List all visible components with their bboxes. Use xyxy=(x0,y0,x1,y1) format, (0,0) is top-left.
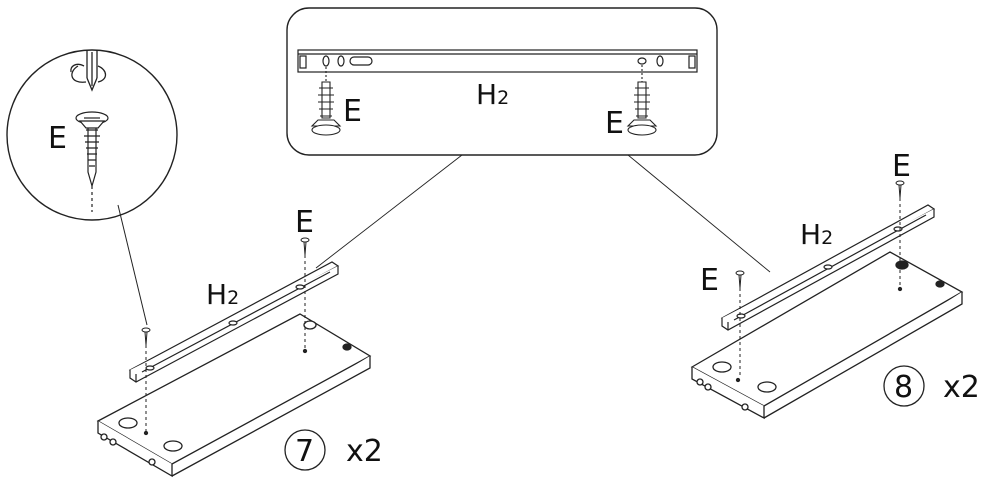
assembly-step-8: E E H2 8 x2 xyxy=(690,149,980,420)
rail-label-callout: H2 xyxy=(476,78,509,111)
rail-label-step8: H2 xyxy=(800,218,833,251)
screw-icon xyxy=(141,327,151,432)
board-icon xyxy=(96,313,372,478)
board-icon xyxy=(690,251,964,420)
screw-label-callout-left: E xyxy=(343,94,362,129)
magnifier-detail: E xyxy=(6,49,178,326)
rail-icon xyxy=(297,49,698,73)
step-number-7: 7 xyxy=(295,434,314,469)
screw-label-step8-right: E xyxy=(892,149,911,184)
rail-icon xyxy=(128,261,340,383)
step-number-8: 8 xyxy=(894,370,913,405)
screwdriver-icon xyxy=(70,50,107,92)
screw-icon xyxy=(626,65,658,136)
step-number-circle-8 xyxy=(883,365,925,407)
screw-icon xyxy=(310,67,342,136)
quantity-step7: x2 xyxy=(346,434,383,469)
screw-icon xyxy=(895,180,905,288)
rail-label-step7: H2 xyxy=(206,278,239,311)
callout-detail: E E H2 xyxy=(286,7,771,273)
screw-icon xyxy=(75,111,109,212)
screw-label-callout-right: E xyxy=(605,106,624,141)
screw-label-step8-left: E xyxy=(700,263,719,298)
screw-label-step7: E xyxy=(295,205,314,240)
screw-icon xyxy=(300,237,310,350)
step-number-circle-7 xyxy=(284,429,326,471)
screw-icon xyxy=(735,270,745,378)
assembly-step-7: E H2 7 x2 xyxy=(96,205,383,478)
screw-label-magnifier: E xyxy=(48,121,67,156)
quantity-step8: x2 xyxy=(943,370,980,405)
